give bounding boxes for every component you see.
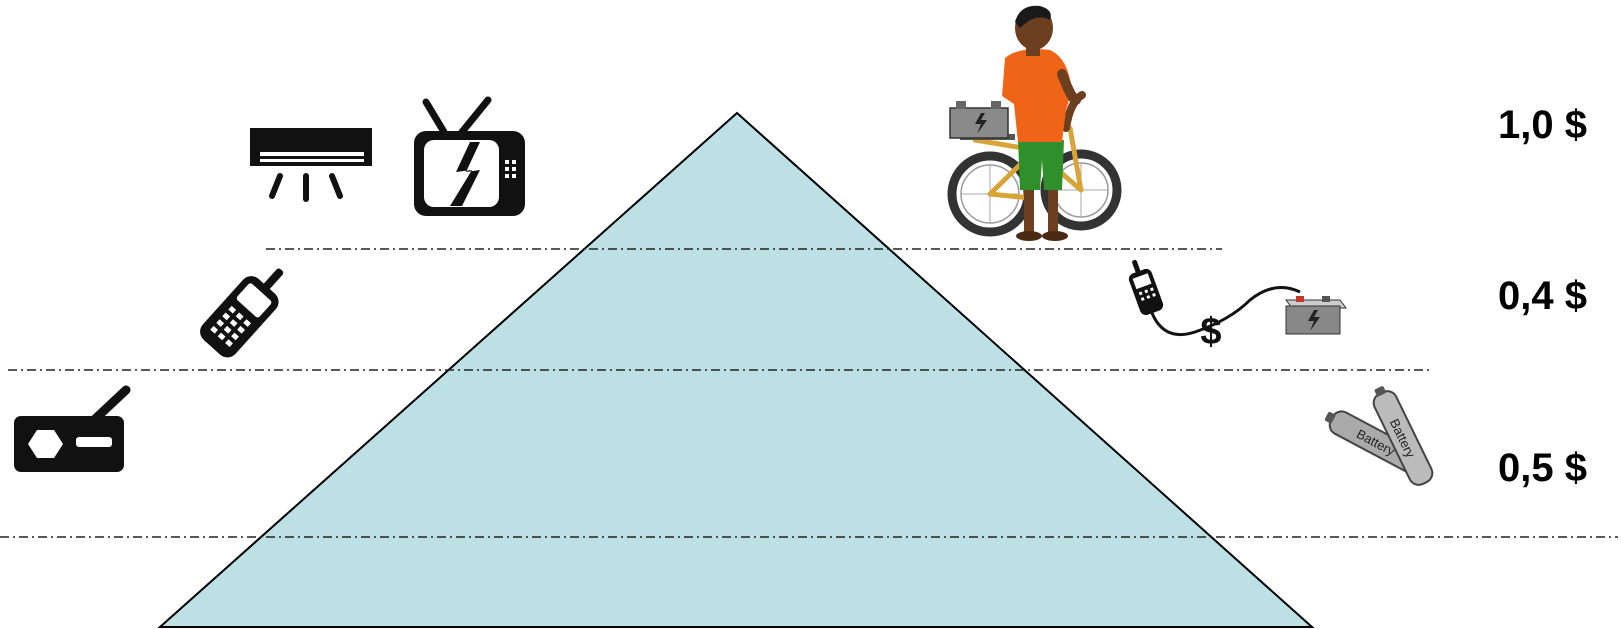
price-label-top: 1,0 $ xyxy=(1498,103,1587,147)
dry-cell-batteries-icon: Battery Battery xyxy=(1324,386,1434,486)
price-label-bottom: 0,5 $ xyxy=(1498,446,1587,490)
man-with-bicycle-illustration xyxy=(947,5,1122,241)
air-conditioner-icon xyxy=(250,128,372,202)
dollar-sign-icon: $ xyxy=(1200,311,1221,353)
television-icon xyxy=(414,96,525,216)
car-battery-icon xyxy=(1285,296,1347,335)
tier-dividers xyxy=(0,248,1618,538)
price-label-middle: 0,4 $ xyxy=(1498,274,1587,318)
mobile-phone-icon xyxy=(200,268,284,358)
radio-icon xyxy=(14,385,131,472)
phone-charging-from-battery-icon: $ xyxy=(1128,259,1347,353)
